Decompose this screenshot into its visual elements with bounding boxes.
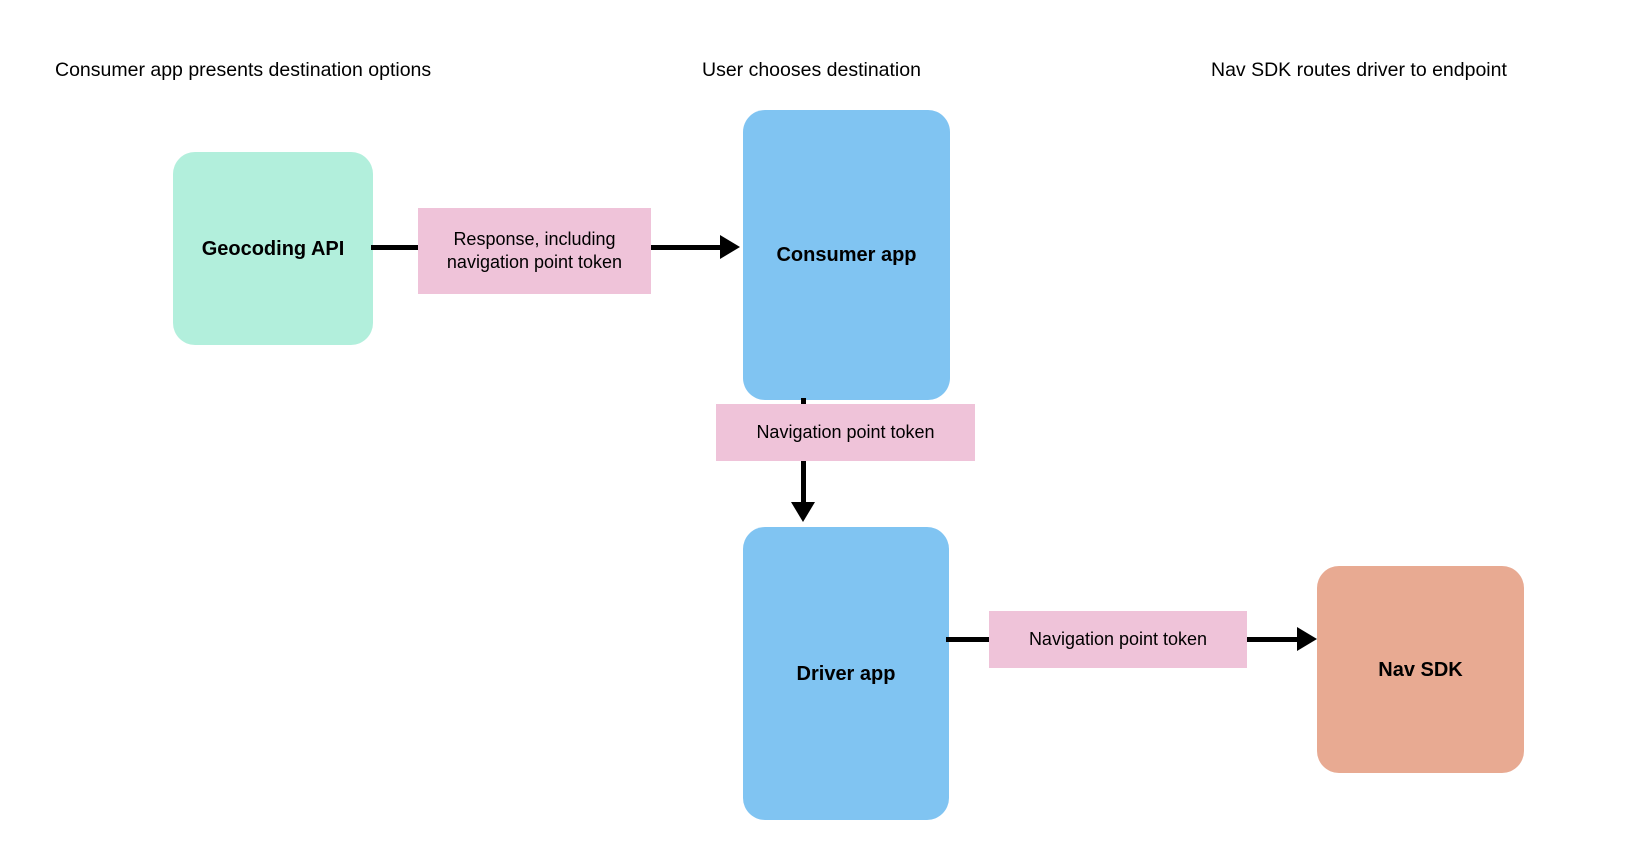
edge-label-consumer-to-driver: Navigation point token	[716, 404, 975, 461]
connector-response-label-to-consumer-app	[648, 245, 726, 250]
arrowhead-icon-to-driver-app	[791, 502, 815, 522]
column-heading-nav-sdk-routes-driver-to-endpoint: Nav SDK routes driver to endpoint	[1211, 59, 1507, 81]
connector-navigation-point-token-label-to-nav-sdk	[1244, 637, 1302, 642]
connector-driver-app-to-navigation-point-token-label	[946, 637, 994, 642]
arrowhead-icon-to-consumer-app	[720, 235, 740, 259]
node-label-nav-sdk: Nav SDK	[1378, 658, 1463, 681]
column-heading-user-chooses-destination: User chooses destination	[702, 59, 921, 81]
connector-navigation-point-token-label-to-driver-app	[801, 458, 806, 510]
connector-geocoding-api-to-response-label	[371, 245, 421, 250]
arrowhead-icon-to-nav-sdk	[1297, 627, 1317, 651]
edge-label-text-driver-to-navsdk: Navigation point token	[1028, 629, 1208, 649]
edge-label-geocoding-to-consumer: Response, including navigation point tok…	[418, 208, 651, 294]
node-label-consumer-app: Consumer app	[776, 244, 917, 266]
node-nav-sdk[interactable]: Nav SDK	[1317, 566, 1524, 773]
edge-label-driver-to-navsdk: Navigation point token	[989, 611, 1247, 668]
edge-label-text-geocoding-to-consumer: Response, including navigation point tok…	[446, 229, 623, 272]
column-heading-consumer-app-presents-destination-options: Consumer app presents destination option…	[55, 59, 432, 81]
node-label-driver-app: Driver app	[796, 662, 896, 685]
node-consumer-app[interactable]: Consumer app	[743, 110, 950, 400]
node-driver-app[interactable]: Driver app	[743, 527, 949, 820]
edge-label-text-consumer-to-driver: Navigation point token	[756, 422, 935, 442]
node-geocoding-api[interactable]: Geocoding API	[173, 152, 373, 345]
node-label-geocoding-api: Geocoding API	[201, 237, 345, 260]
